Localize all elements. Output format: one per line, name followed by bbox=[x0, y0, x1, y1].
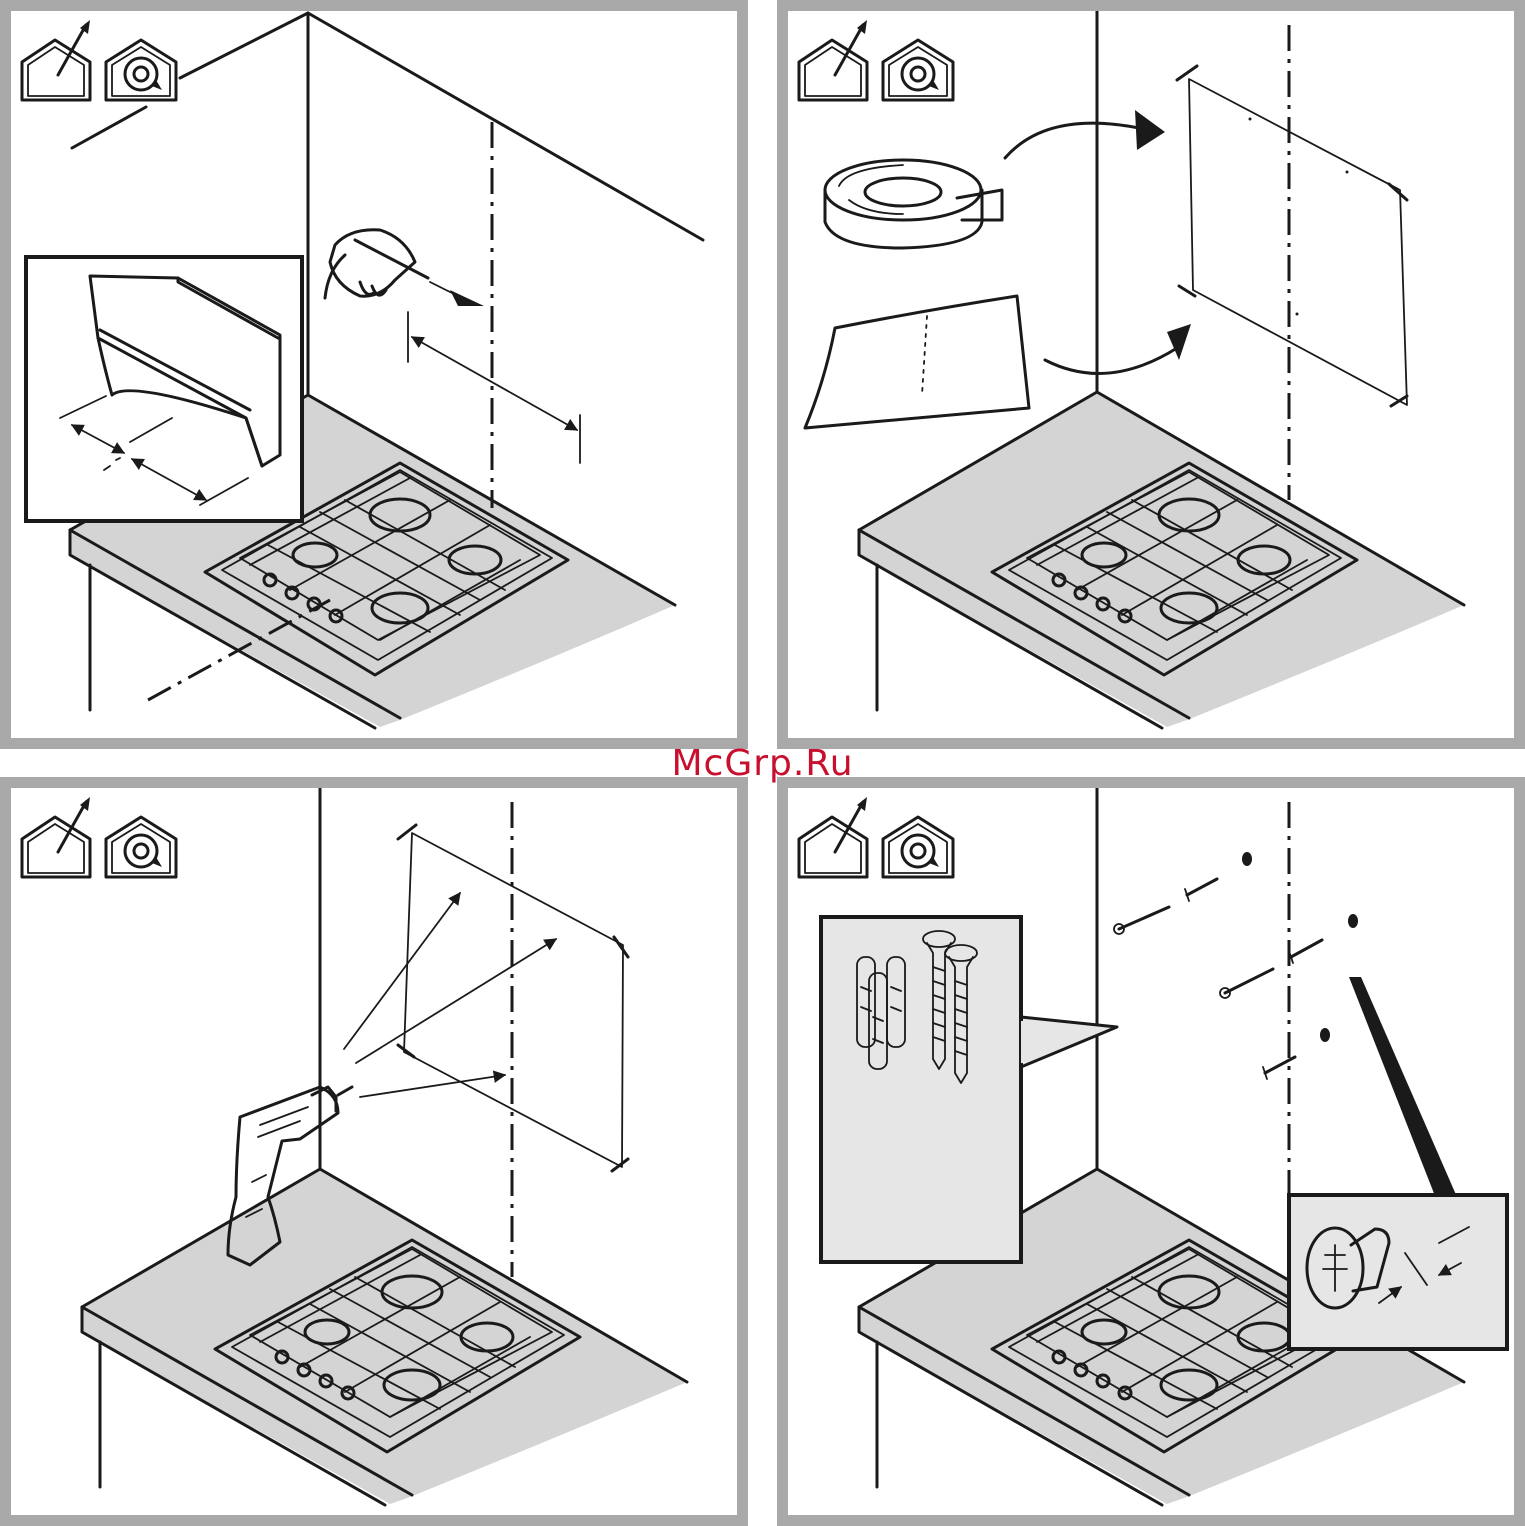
hand-marking-icon bbox=[325, 230, 428, 298]
adhesive-tape-roll bbox=[825, 160, 1002, 248]
illustration-mark-position bbox=[0, 0, 748, 749]
paper-template bbox=[805, 296, 1029, 428]
ducted-exhaust-icon bbox=[799, 797, 867, 877]
drilled-holes bbox=[1242, 852, 1358, 1042]
ducted-exhaust-icon bbox=[22, 797, 90, 877]
recirculation-icon bbox=[106, 40, 176, 100]
inset-hood-dimension bbox=[26, 257, 302, 521]
wall-screws bbox=[1114, 879, 1322, 1079]
panel-insert-screws bbox=[777, 777, 1525, 1526]
panel-drill-holes bbox=[0, 777, 748, 1526]
illustration-apply-template bbox=[777, 0, 1525, 749]
recirculation-icon bbox=[883, 817, 953, 877]
panel-apply-template bbox=[777, 0, 1525, 749]
recirculation-icon bbox=[106, 817, 176, 877]
template-on-wall bbox=[1177, 66, 1407, 406]
illustration-insert-screws bbox=[777, 777, 1525, 1526]
panel-mark-position bbox=[0, 0, 748, 749]
ducted-exhaust-icon bbox=[799, 20, 867, 100]
illustration-drill-holes bbox=[0, 777, 748, 1526]
recirculation-icon bbox=[883, 40, 953, 100]
watermark: McGrp.Ru bbox=[0, 742, 1525, 786]
ducted-exhaust-icon bbox=[22, 20, 90, 100]
